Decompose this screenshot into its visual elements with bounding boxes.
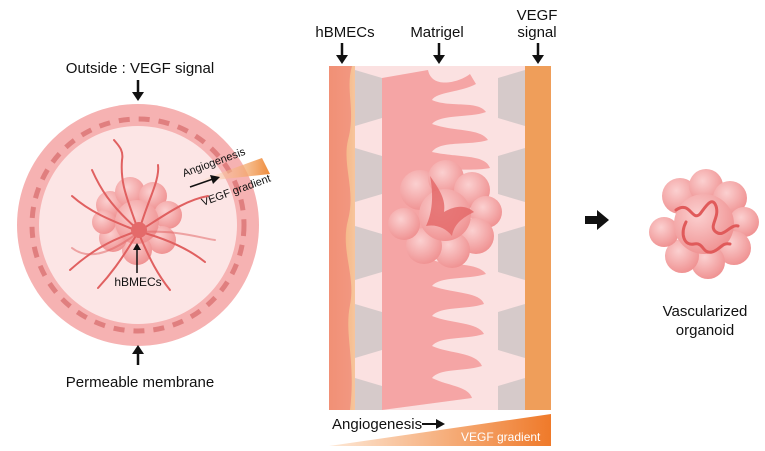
bottom-angiogenesis-label: Angiogenesis	[332, 416, 422, 433]
vascularized-label-2: organoid	[676, 322, 734, 339]
vascularized-organoid	[649, 169, 759, 279]
vegf-signal-strip	[525, 66, 551, 410]
down-arrow-icon	[336, 43, 348, 64]
left-pillars	[355, 70, 382, 410]
right-pillars	[498, 70, 525, 410]
up-arrow-icon	[133, 243, 141, 273]
right-arrow-icon	[422, 419, 445, 429]
vegf-signal-top-label-2: signal	[517, 24, 556, 41]
right-arrow-icon	[189, 175, 220, 188]
left-panel: Outside : VEGF signal Angiogenesis VEGF …	[17, 60, 272, 391]
hbmecs-top-label: hBMECs	[315, 24, 374, 41]
hbmecs-label: hBMECs	[114, 275, 161, 289]
hbmec-core	[131, 222, 147, 238]
bottom-vegf-gradient-label: VEGF gradient	[461, 430, 541, 444]
matrigel-sprouts	[382, 70, 490, 410]
down-arrow-icon	[433, 43, 445, 64]
vascularized-label-1: Vascularized	[663, 303, 748, 320]
hbmec-layer	[329, 66, 352, 410]
big-right-arrow-icon	[585, 210, 609, 230]
channel-vessel-ingrowth	[426, 176, 474, 236]
outside-vegf-label: Outside : VEGF signal	[66, 60, 214, 77]
down-arrow-icon	[132, 80, 144, 101]
matrigel-top-label: Matrigel	[410, 24, 463, 41]
permeable-membrane-dashes	[29, 116, 247, 334]
middle-panel: hBMECs Matrigel VEGF signal	[315, 7, 557, 446]
down-arrow-icon	[532, 43, 544, 64]
vegf-signal-top-label-1: VEGF	[517, 7, 558, 24]
permeable-membrane-label: Permeable membrane	[66, 374, 214, 391]
sprouting-vessels	[69, 139, 216, 291]
channel-organoid	[388, 160, 502, 268]
organoid-vessel-network	[674, 200, 740, 254]
up-arrow-icon	[132, 345, 144, 365]
bottom-vegf-gradient	[329, 414, 551, 446]
